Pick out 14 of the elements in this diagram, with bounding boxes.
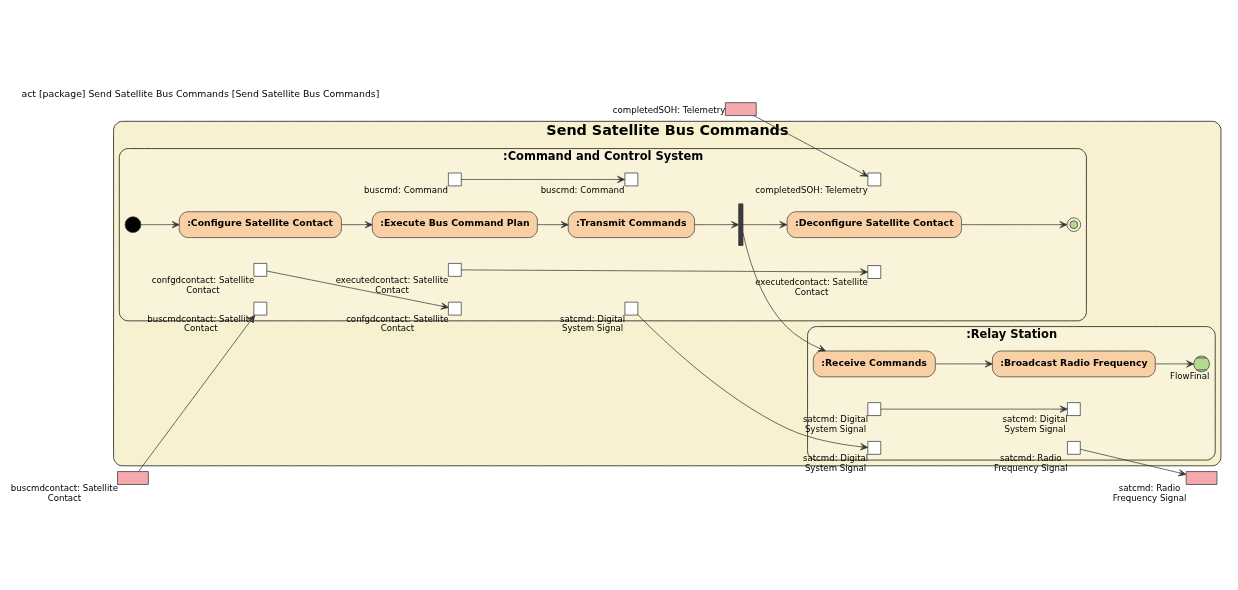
- node-label: satcmd: Digital System Signal: [559, 313, 626, 334]
- node-label: buscmdcontact: Satellite Contact: [10, 483, 118, 503]
- diagram-title: act [package] Send Satellite Bus Commands [Send Satellite Bus Commands]: [21, 88, 380, 100]
- node-label: completedSOH: Telemetry: [612, 105, 726, 116]
- node-label: FlowFinal: [1169, 370, 1210, 381]
- node-label: executedcontact: Satellite Contact: [755, 277, 868, 297]
- node-label: satcmd: Digital System Signal: [1002, 414, 1068, 434]
- node-label: satcmd: Radio Frequency Signal: [1112, 483, 1187, 503]
- node-label: buscmd: Command: [540, 184, 625, 195]
- node-label: confgdcontact: Satellite Contact: [346, 313, 449, 334]
- node-label: completedSOH: Telemetry: [755, 184, 868, 195]
- node-label: buscmd: Command: [364, 184, 448, 195]
- node-label: confgdcontact: Satellite Contact: [151, 275, 255, 295]
- node-label: executedcontact: Satellite Contact: [335, 275, 449, 295]
